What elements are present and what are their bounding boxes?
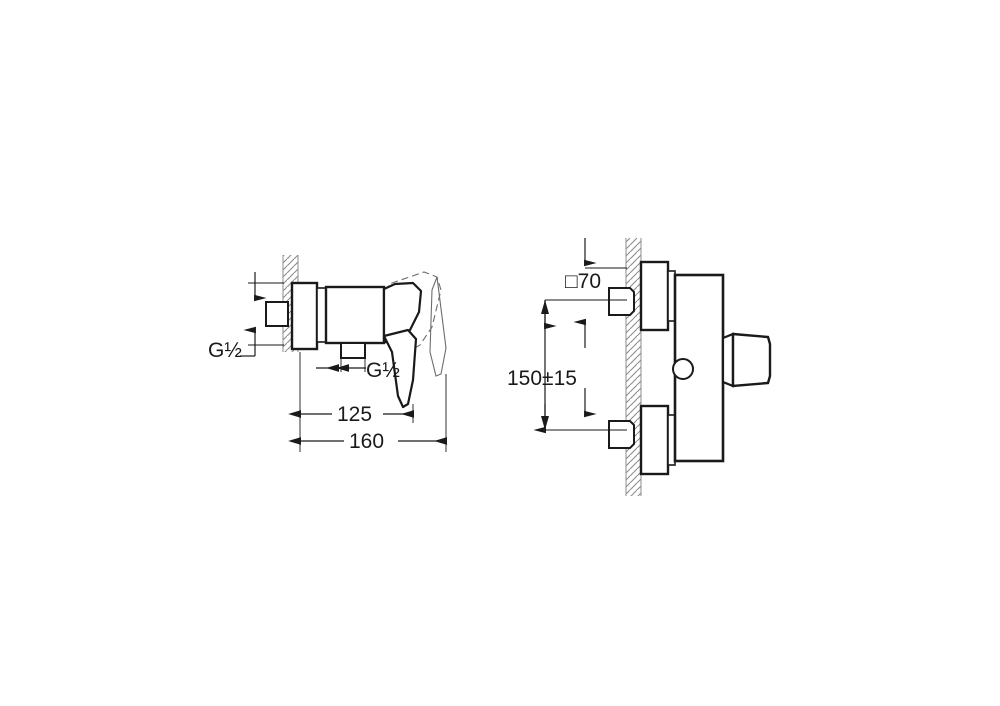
dimension-150-15: 150±15 — [507, 300, 627, 434]
dimension-label-160: 160 — [349, 430, 384, 453]
dimension-label-inlet-thread: G½ — [208, 339, 242, 362]
dimension-label-125: 125 — [337, 403, 372, 426]
outlet-spout-right — [721, 332, 772, 388]
lever-handle-left — [382, 281, 423, 409]
dimension-label-outlet-thread: G½ — [366, 359, 400, 382]
outlet-spigot-left — [340, 342, 366, 359]
temperature-indicator-circle — [672, 358, 694, 380]
inlet-connector-lower-right — [608, 420, 635, 449]
dimension-outlet-thread-left: G½ — [316, 359, 400, 382]
wall-inlet-connector-left — [265, 301, 289, 327]
inlet-connector-upper-right — [608, 287, 635, 316]
front-view-group: □70 150±15 — [507, 238, 772, 496]
escutcheon-left — [290, 281, 319, 351]
mixer-body-left — [316, 285, 386, 345]
dimension-label-150-15: 150±15 — [507, 367, 577, 390]
escutcheon-lower-right — [639, 404, 676, 476]
dimension-square-70: □70 — [545, 238, 627, 301]
dimension-125: 125 — [288, 403, 415, 426]
dimension-inlet-thread-left: G½ — [208, 272, 284, 362]
dimension-160: 160 — [288, 430, 448, 453]
dimension-label-square-70: □70 — [565, 270, 601, 293]
escutcheon-upper-right — [639, 260, 676, 332]
side-view-group: G½ G½ 125 — [208, 255, 448, 453]
wall-section-right — [625, 238, 642, 496]
mixer-body-right — [672, 273, 725, 463]
